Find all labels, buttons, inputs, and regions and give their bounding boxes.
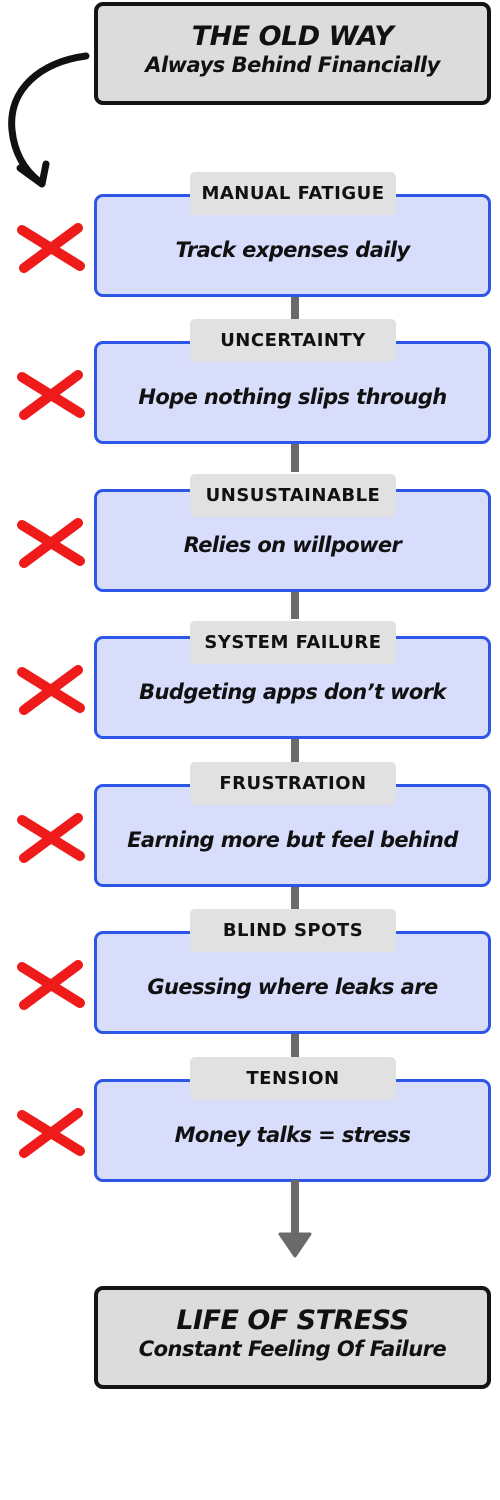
down-arrow-icon — [278, 1180, 312, 1258]
step-tag: TENSION — [190, 1057, 396, 1100]
step-tag: MANUAL FATIGUE — [190, 172, 396, 215]
x-mark-icon — [17, 1108, 85, 1158]
connector-line — [291, 886, 299, 914]
connector-line — [291, 1034, 299, 1062]
x-mark-icon — [17, 813, 85, 863]
curved-arrow-icon — [8, 52, 90, 188]
connector-line — [291, 739, 299, 767]
x-mark-icon — [17, 223, 85, 273]
x-mark-icon — [17, 370, 85, 420]
x-mark-icon — [17, 960, 85, 1010]
step-tag: UNSUSTAINABLE — [190, 474, 396, 517]
start-box: THE OLD WAY Always Behind Financially — [94, 2, 491, 105]
step-box: Relies on willpower — [94, 489, 491, 592]
step-tag: FRUSTRATION — [190, 762, 396, 805]
step-tag: UNCERTAINTY — [190, 319, 396, 362]
step-tag: SYSTEM FAILURE — [190, 621, 396, 664]
x-mark-icon — [17, 665, 85, 715]
step-tag: BLIND SPOTS — [190, 909, 396, 952]
connector-line — [291, 591, 299, 619]
end-box: LIFE OF STRESS Constant Feeling Of Failu… — [94, 1286, 491, 1389]
step-text: Hope nothing slips through — [138, 384, 447, 409]
connector-line — [291, 444, 299, 472]
step-text: Relies on willpower — [183, 532, 402, 557]
step-box: Earning more but feel behind — [94, 784, 491, 887]
connector-line — [291, 296, 299, 324]
step-text: Track expenses daily — [175, 237, 410, 262]
step-text: Budgeting apps don’t work — [139, 679, 446, 704]
start-subtitle: Always Behind Financially — [145, 53, 440, 77]
step-text: Earning more but feel behind — [127, 827, 458, 852]
start-title: THE OLD WAY — [191, 21, 394, 52]
end-title: LIFE OF STRESS — [176, 1305, 409, 1336]
step-text: Guessing where leaks are — [147, 974, 438, 999]
x-mark-icon — [17, 518, 85, 568]
end-subtitle: Constant Feeling Of Failure — [138, 1337, 447, 1361]
step-text: Money talks = stress — [174, 1122, 411, 1147]
